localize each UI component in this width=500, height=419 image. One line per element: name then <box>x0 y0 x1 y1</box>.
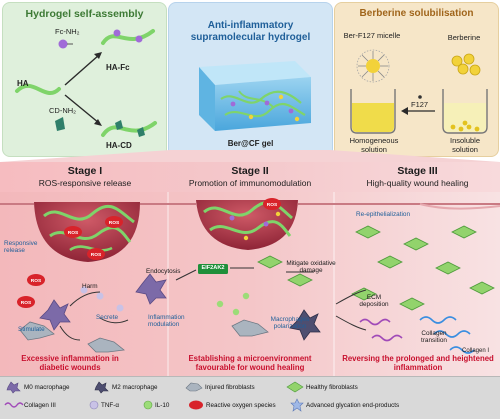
legend <box>0 376 500 419</box>
assembly-diagram <box>15 29 157 137</box>
stage-header-band <box>0 162 500 192</box>
ros-text: ROS <box>21 300 32 306</box>
legend-label: M0 macrophage <box>24 384 70 391</box>
m2-macrophage-icon <box>94 381 109 394</box>
legend-label: M2 macrophage <box>112 384 158 391</box>
stage-3-caption: Reversing the prolonged and heightened i… <box>342 354 494 372</box>
hydrogel-title: Anti-inflammatory supramolecular hydroge… <box>190 20 311 43</box>
ros-text: ROS <box>31 278 42 284</box>
berberine-label: Berberine <box>447 33 481 42</box>
legend-label: Injured fibroblasts <box>205 384 255 391</box>
gel-cube <box>199 61 311 131</box>
stage-1-title: Stage I <box>67 165 103 177</box>
fc-nh2-label: Fc-NH₂ <box>55 27 80 36</box>
assembly-title: Hydrogel self-assembly <box>25 8 144 20</box>
legend-label: Advanced glycation end-products <box>306 402 400 409</box>
inflammation-modulation-label: Inflammation modulation <box>148 314 185 329</box>
ros-text: ROS <box>68 230 79 236</box>
il-10-icon <box>143 400 153 410</box>
wound-bed-stage-2 <box>196 200 298 250</box>
ha-fc-label: HA-Fc <box>106 63 130 72</box>
homogeneous-label: Homogeneous solution <box>349 136 399 154</box>
assembly-panel: Hydrogel self-assembly Fc-NH₂ HA CD-NH₂ … <box>2 2 167 157</box>
cd-nh2-label: CD-NH₂ <box>49 106 77 115</box>
ha-cd-label: HA-CD <box>106 141 132 150</box>
stage-2-caption: Establishing a microenvironment favourab… <box>188 354 312 372</box>
ecm-label: ECM deposition <box>359 294 389 309</box>
re-epithelialization-label: Re-epithelialization <box>356 211 410 218</box>
legend-label: Healthy fibroblasts <box>306 384 358 391</box>
endocytosis-label: Endocytosis <box>146 268 181 275</box>
collagen-i-label: Collagen I <box>462 348 490 354</box>
panel-connector <box>0 150 500 162</box>
gel-label: Ber@CF gel <box>227 139 274 148</box>
solubilisation-panel: Berberine solubilisation Ber-F127 micell… <box>334 2 499 157</box>
secrete-label: Secrete <box>96 314 119 321</box>
stage-2-title: Stage II <box>231 165 269 177</box>
stage-2-subtitle: Promotion of immunomodulation <box>188 178 312 188</box>
healthy-fibroblast-icon <box>286 381 304 393</box>
insoluble-label: Insoluble solution <box>449 136 481 154</box>
solubilisation-title: Berberine solubilisation <box>359 8 474 19</box>
f127-label: F127 <box>411 100 429 109</box>
mitigate-label: Mitigate oxidative damage <box>286 260 336 275</box>
tnf-alpha-icon <box>89 400 99 410</box>
eif2ak2-label: EIF2AK2 <box>201 265 225 271</box>
wound-bed-stage-3 <box>419 203 500 210</box>
ros-text: ROS <box>267 202 278 208</box>
solubilisation-diagram <box>350 49 488 134</box>
ros-text: ROS <box>91 252 102 258</box>
collagen-transition-label: Collagen transition <box>421 330 447 345</box>
age-icon <box>290 398 304 412</box>
harm-label: Harm <box>82 283 98 290</box>
stage-3-subtitle: High-quality wound healing <box>366 178 469 188</box>
legend-label: Collagen III <box>24 402 56 409</box>
collagen-iii-icon <box>4 402 24 408</box>
stage-1-subtitle: ROS-responsive release <box>38 178 132 188</box>
legend-label: TNF-α <box>101 402 119 409</box>
ros-icon <box>189 400 203 410</box>
injured-fibroblast-icon <box>185 382 203 392</box>
legend-label: IL-10 <box>155 402 170 409</box>
ros-text: ROS <box>109 220 120 226</box>
micelle-label: Ber-F127 micelle <box>343 31 401 40</box>
m0-macrophage-icon <box>6 381 21 394</box>
responsive-release-label: Responsive release <box>4 240 38 255</box>
ha-label: HA <box>17 79 29 88</box>
stimulate-label: Stimulate <box>18 326 45 333</box>
macrophages-polarization-label: Macrophages polarization <box>270 316 310 331</box>
legend-label: Reactive oxygen species <box>206 402 276 409</box>
wound-diagram: ROS ROS ROS ROS ROS ROS <box>0 192 500 376</box>
stage-1-caption: Excessive inflammation in diabetic wound… <box>21 354 119 372</box>
hydrogel-panel: Anti-inflammatory supramolecular hydroge… <box>168 2 333 157</box>
stage-3-title: Stage III <box>397 165 438 177</box>
